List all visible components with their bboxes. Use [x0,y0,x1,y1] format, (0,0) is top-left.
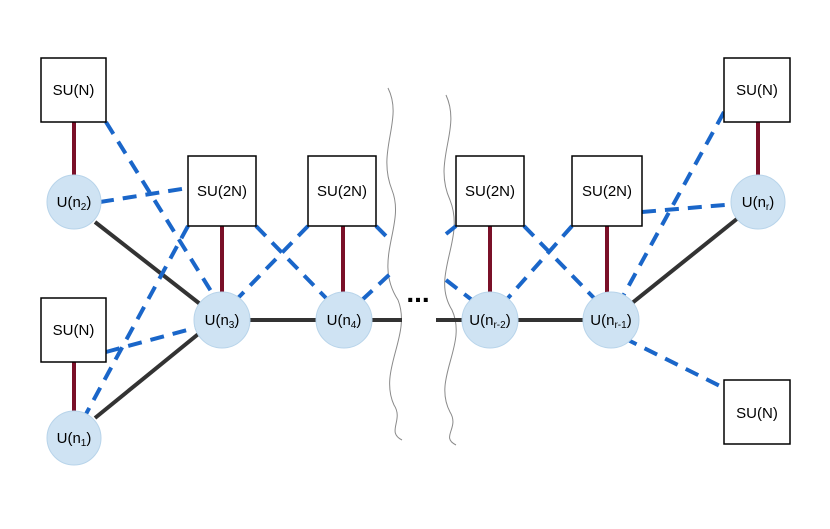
svg-text:U(nr): U(nr) [742,194,775,213]
dashed-u4-cut [360,272,392,302]
dashed-su2n-a-u1 [84,225,190,415]
su-n-box-top-left: SU(N) [40,57,107,123]
su-2n-label: SU(2N) [197,183,247,200]
su-n-label: SU(N) [736,82,778,99]
su-2n-label: SU(2N) [465,183,515,200]
u-node-n-r: U(nr) [730,174,786,230]
dashed-su2n-b-cut [374,224,392,242]
u-node-n1: U(n1) [46,410,102,466]
dashed-su-top-right-urm1 [620,111,726,299]
edge-u2-u3 [93,220,220,320]
dashed-su-bottom-left-u3 [105,324,203,354]
dashed-su2n-d-urm2 [506,224,574,300]
su-2n-box-b: SU(2N) [307,155,377,227]
su-n-label: SU(N) [53,322,95,339]
su-n-label: SU(N) [736,405,778,422]
su-2n-box-a: SU(2N) [187,155,257,227]
svg-text:U(n3): U(n3) [205,312,240,331]
svg-text:U(n4): U(n4) [327,312,362,331]
u-node-n3: U(n3) [193,291,251,349]
edge-u1-u3 [93,316,220,420]
svg-text:U(nr-2): U(nr-2) [469,312,510,331]
dashed-su-top-left-u3 [104,120,216,298]
dashed-su2n-d-ur [641,202,737,214]
cut-line-left [386,87,403,441]
ellipsis: ... [406,277,429,308]
dashed-su2n-c-urm1 [522,224,596,300]
cut-line-right [443,94,457,446]
u-node-n2: U(n2) [46,174,102,230]
su-2n-label: SU(2N) [582,183,632,200]
dashed-cut-urm2 [444,278,474,302]
dashed-su2n-b-u3 [236,224,310,300]
dashed-cut-su2n-c [444,224,458,236]
dashed-su2n-a-u4 [254,224,328,300]
su-2n-box-c: SU(2N) [455,155,525,227]
dashed-urm1-su-bottom-right [623,336,725,390]
su-n-box-top-right: SU(N) [723,57,791,123]
u-node-n4: U(n4) [315,291,373,349]
svg-text:U(nr-1): U(nr-1) [590,312,631,331]
svg-text:U(n1): U(n1) [57,430,92,449]
su-n-box-bottom-right: SU(N) [723,379,791,445]
su-2n-label: SU(2N) [317,183,367,200]
su-n-box-bottom-left: SU(N) [40,297,107,363]
svg-text:U(n2): U(n2) [57,194,92,213]
su-2n-box-d: SU(2N) [571,155,643,227]
su-n-label: SU(N) [53,82,95,99]
edge-urm1-ur [609,200,760,322]
u-node-n-r-minus-2: U(nr-2) [461,291,519,349]
dashed-u2-su2n-a [99,186,189,204]
u-node-n-r-minus-1: U(nr-1) [582,291,640,349]
